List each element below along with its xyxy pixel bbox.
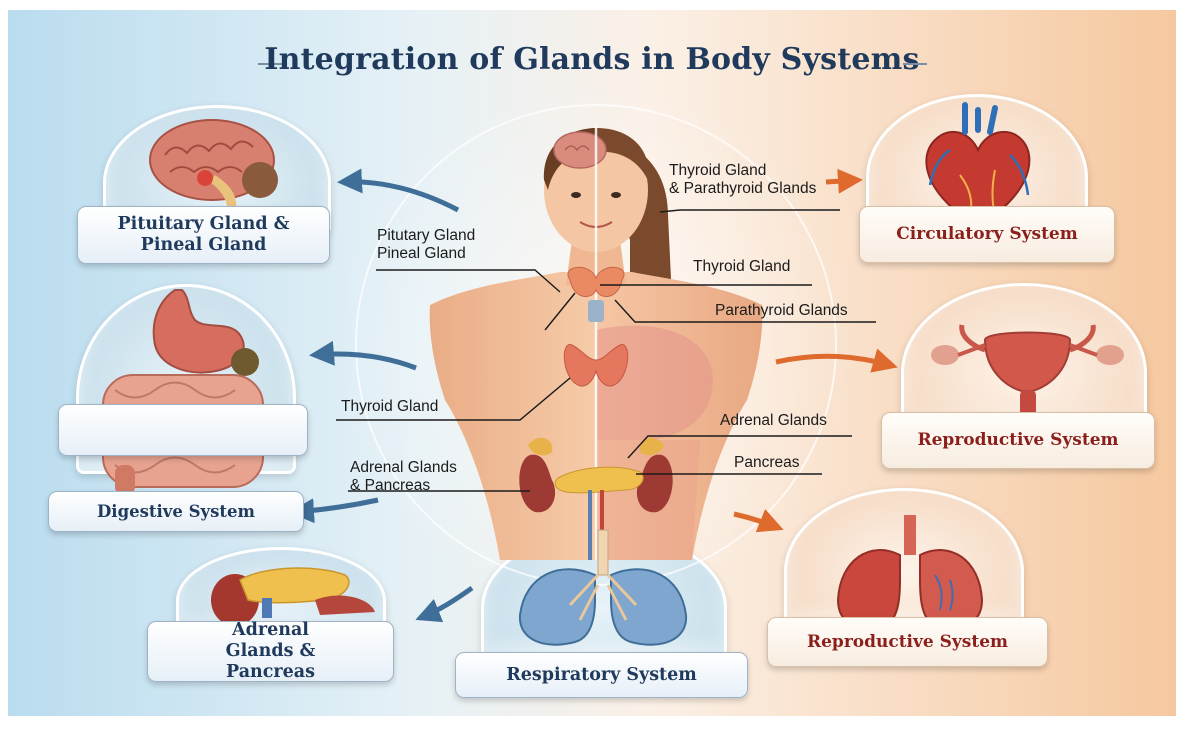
callout-thyroid-left: Thyroid Gland: [341, 398, 438, 416]
callout-adrenal-pancreas: Adrenal Glands & Pancreas: [350, 459, 457, 496]
brain-icon: [150, 120, 278, 210]
arrow-to-adrenal: [420, 588, 472, 618]
label-digestive: Digestive System: [48, 491, 304, 532]
callout-thyroid-right: Thyroid Gland: [693, 258, 790, 276]
label-reproductive-bottom: Reproductive System: [767, 617, 1048, 667]
label-respiratory: Respiratory System: [455, 652, 748, 698]
uterus-icon: [931, 325, 1124, 420]
arrow-to-digestive-label: [294, 500, 378, 512]
label-pituitary-pineal: Pituitary Gland & Pineal Gland: [77, 206, 330, 264]
label-digestive-panel: [58, 404, 308, 456]
callout-thyroid-parathyroid: Thyroid Gland & Parathyroid Glands: [669, 162, 816, 199]
label-reproductive-right: Reproductive System: [881, 412, 1155, 469]
callout-parathyroid: Parathyroid Glands: [715, 302, 848, 320]
callout-pancreas: Pancreas: [734, 454, 799, 472]
lungs-heart-icon: [838, 515, 982, 628]
adrenal-pancreas-icon: [211, 568, 375, 626]
stomach-intestines-icon: [103, 290, 263, 495]
label-circulatory: Circulatory System: [859, 206, 1115, 263]
label-adrenal-pancreas: Adrenal Glands & Pancreas: [147, 621, 394, 682]
callout-pituitary-pineal: Pitutary Gland Pineal Gland: [377, 227, 475, 264]
callout-adrenal-right: Adrenal Glands: [720, 412, 827, 430]
arrow-to-circulatory: [826, 180, 858, 182]
